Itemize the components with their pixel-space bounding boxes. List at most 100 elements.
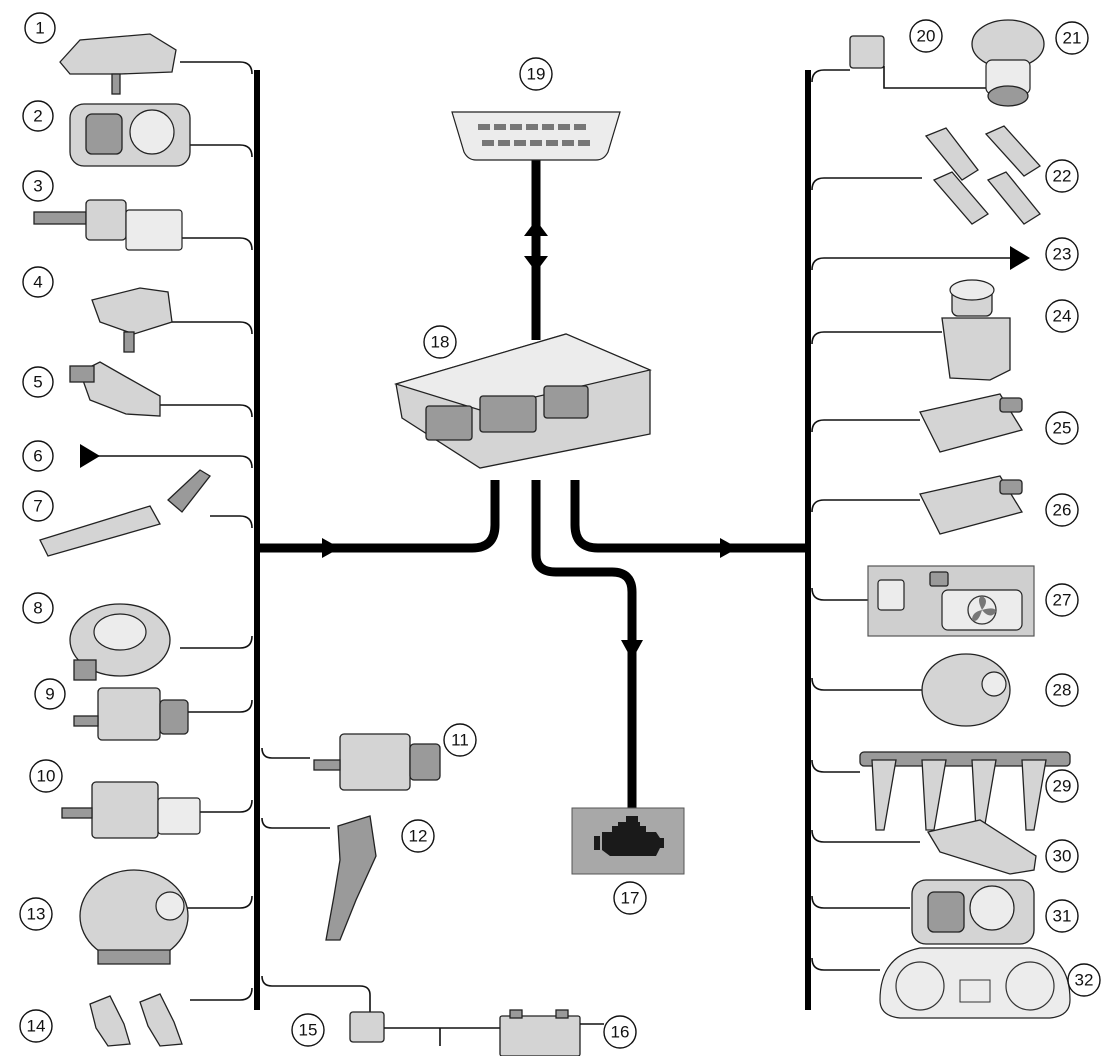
callout-29: 29 xyxy=(1046,770,1078,802)
svg-text:17: 17 xyxy=(621,889,640,908)
svg-text:27: 27 xyxy=(1053,591,1072,610)
svg-text:7: 7 xyxy=(33,497,42,516)
fuel-injectors xyxy=(926,126,1040,224)
fuel-pump-module xyxy=(972,20,1044,106)
callout-9: 9 xyxy=(35,679,65,709)
callout-10: 10 xyxy=(30,760,62,792)
svg-text:12: 12 xyxy=(409,827,428,846)
callout-19: 19 xyxy=(520,58,552,90)
callout-5: 5 xyxy=(23,367,53,397)
left-bus xyxy=(257,70,340,1010)
diagnostic-connector xyxy=(452,112,620,160)
callout-8: 8 xyxy=(23,593,53,623)
svg-text:11: 11 xyxy=(451,731,469,750)
pressure-sensor xyxy=(70,604,170,680)
diagnostic-link xyxy=(524,160,548,340)
svg-text:15: 15 xyxy=(299,1021,318,1040)
temperature-sensor xyxy=(34,200,182,250)
solenoid-valve-26 xyxy=(920,476,1022,534)
svg-text:23: 23 xyxy=(1053,245,1072,264)
callout-6: 6 xyxy=(23,441,53,471)
camshaft-sensor xyxy=(92,288,172,352)
svg-text:32: 32 xyxy=(1075,971,1094,990)
svg-text:16: 16 xyxy=(611,1023,630,1042)
callout-18: 18 xyxy=(424,326,456,358)
svg-text:13: 13 xyxy=(27,905,46,924)
callout-7: 7 xyxy=(23,491,53,521)
throttle-body-31 xyxy=(912,880,1034,944)
input-signal-arrow xyxy=(80,444,100,468)
callout-24: 24 xyxy=(1046,300,1078,332)
svg-text:14: 14 xyxy=(27,1017,46,1036)
svg-text:28: 28 xyxy=(1053,681,1072,700)
wheel-sensors xyxy=(90,994,182,1046)
callout-25: 25 xyxy=(1046,412,1078,444)
callout-13: 13 xyxy=(20,898,52,930)
pedal-switch-9 xyxy=(74,688,188,740)
svg-text:22: 22 xyxy=(1053,167,1072,186)
svg-text:21: 21 xyxy=(1063,29,1082,48)
svg-text:18: 18 xyxy=(431,333,450,352)
right-bus xyxy=(744,70,808,1010)
callout-11: 11 xyxy=(444,724,476,756)
instrument-cluster xyxy=(880,948,1070,1018)
svg-text:5: 5 xyxy=(33,373,42,392)
callout-1: 1 xyxy=(25,13,55,43)
svg-text:30: 30 xyxy=(1053,847,1072,866)
svg-text:4: 4 xyxy=(33,273,42,292)
engine-warning-lamp xyxy=(572,808,684,874)
callout-31: 31 xyxy=(1046,900,1078,932)
ecu-warning-trunk xyxy=(536,480,643,808)
solenoid-valve-25 xyxy=(920,394,1022,452)
callout-21: 21 xyxy=(1056,22,1088,54)
callout-22: 22 xyxy=(1046,160,1078,192)
callout-2: 2 xyxy=(23,101,53,131)
callout-27: 27 xyxy=(1046,584,1078,616)
svg-text:25: 25 xyxy=(1053,419,1072,438)
map-sensor xyxy=(60,34,176,94)
callout-3: 3 xyxy=(23,171,53,201)
callout-28: 28 xyxy=(1046,674,1078,706)
callout-14: 14 xyxy=(20,1010,52,1042)
callout-26: 26 xyxy=(1046,494,1078,526)
callout-30: 30 xyxy=(1046,840,1078,872)
alternator-13 xyxy=(80,870,188,964)
callout-12: 12 xyxy=(402,820,434,852)
alternator-28 xyxy=(922,654,1010,726)
svg-text:20: 20 xyxy=(917,27,936,46)
pedal-switch-11 xyxy=(314,734,440,790)
accelerator-pedal-sensor xyxy=(326,816,376,940)
svg-text:10: 10 xyxy=(37,767,56,786)
cooling-fan-panel xyxy=(868,566,1034,636)
ecu-output-trunk xyxy=(575,480,744,558)
throttle-body xyxy=(70,104,190,166)
callout-32: 32 xyxy=(1068,964,1100,996)
svg-text:6: 6 xyxy=(33,447,42,466)
egr-valve xyxy=(942,280,1010,380)
callout-16: 16 xyxy=(604,1016,636,1048)
callout-20: 20 xyxy=(910,20,942,52)
callout-23: 23 xyxy=(1046,238,1078,270)
svg-text:3: 3 xyxy=(33,177,42,196)
svg-text:31: 31 xyxy=(1053,907,1072,926)
svg-text:24: 24 xyxy=(1053,307,1072,326)
svg-text:8: 8 xyxy=(33,599,42,618)
ecu-input-trunk xyxy=(330,480,495,548)
svg-text:9: 9 xyxy=(45,685,54,704)
callout-15: 15 xyxy=(292,1014,324,1046)
main-relay xyxy=(350,1012,384,1042)
svg-text:2: 2 xyxy=(33,107,42,126)
svg-text:29: 29 xyxy=(1053,777,1072,796)
oxygen-sensor xyxy=(40,470,210,556)
callout-4: 4 xyxy=(23,267,53,297)
battery xyxy=(384,1010,604,1056)
pedal-switch-10 xyxy=(62,782,200,838)
svg-text:19: 19 xyxy=(527,65,546,84)
svg-text:26: 26 xyxy=(1053,501,1072,520)
crankshaft-sensor xyxy=(70,362,160,416)
callout-17: 17 xyxy=(614,882,646,914)
svg-text:1: 1 xyxy=(35,19,44,38)
ignition-coils xyxy=(860,752,1070,830)
sensor-30 xyxy=(928,820,1036,874)
